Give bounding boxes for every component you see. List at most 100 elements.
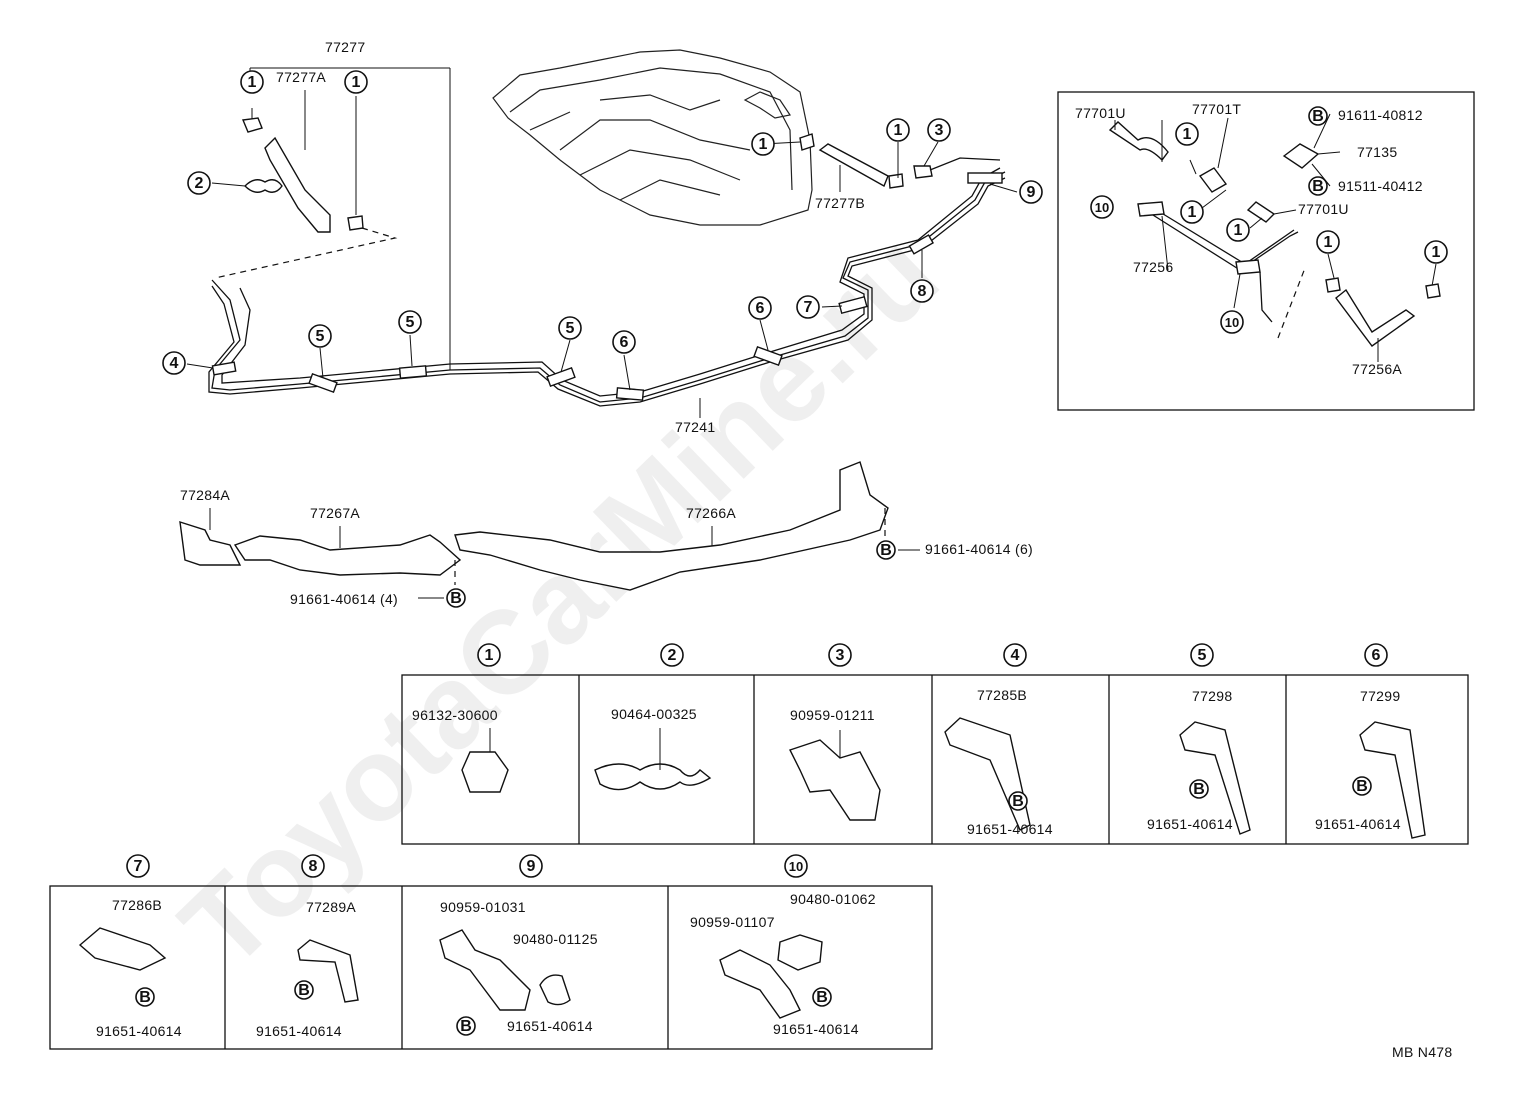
table-cell-10-number: 10 [784, 854, 808, 878]
svg-text:4: 4 [170, 355, 179, 372]
callout-2-marker: 2 [187, 171, 211, 195]
dash-link-inset [1277, 267, 1306, 339]
svg-text:10: 10 [1095, 200, 1109, 215]
hose-77256A [1335, 288, 1416, 347]
parts-table [49, 674, 1469, 1050]
bracket-10a [1137, 201, 1165, 217]
callout-1-marker: 1 [344, 70, 368, 94]
table-cell-7-part-label: 77286B [112, 897, 162, 913]
hose-clamp-d [888, 173, 904, 189]
svg-text:2: 2 [668, 647, 677, 664]
pipe-clamps [211, 172, 1003, 401]
table-cell-5-part-label: 91651-40614 [1147, 816, 1233, 832]
svg-text:B: B [298, 982, 310, 999]
label-77266A: 77266A [686, 505, 736, 521]
callout-1-marker: 1 [751, 132, 775, 156]
table-cell-9-number: 9 [519, 854, 543, 878]
label-77267A: 77267A [310, 505, 360, 521]
fuel-filter-77701T [1198, 167, 1228, 193]
hose-clamp-c [799, 133, 815, 151]
table-cell-9-part-label: 90480-01125 [513, 931, 598, 947]
figure-code: MB N478 [1392, 1044, 1452, 1060]
svg-text:B: B [1312, 108, 1324, 125]
label-77701U-b: 77701U [1298, 201, 1349, 217]
svg-text:5: 5 [316, 328, 325, 345]
svg-text:B: B [460, 1018, 472, 1035]
label-77701T: 77701T [1192, 101, 1241, 117]
table-bolt-symbol: B [135, 987, 155, 1007]
callouts-main [186, 141, 1018, 391]
table-cell-4-part-label: 77285B [977, 687, 1027, 703]
table-cell-10-part-label: 91651-40614 [773, 1021, 859, 1037]
label-91611-40812: 91611-40812 [1338, 107, 1423, 123]
svg-text:5: 5 [1198, 647, 1207, 664]
svg-text:1: 1 [1432, 244, 1441, 261]
label-91511-40412: 91511-40412 [1338, 178, 1423, 194]
clip-inset-a [1325, 277, 1341, 293]
svg-text:8: 8 [309, 858, 318, 875]
callout-9-marker: 9 [1019, 180, 1043, 204]
callout-6-marker: 6 [612, 330, 636, 354]
table-cell-3-number: 3 [828, 643, 852, 667]
svg-text:1: 1 [485, 647, 494, 664]
table-cell-2-number: 2 [660, 643, 684, 667]
hose-77277B [818, 143, 889, 188]
fuel-tank [492, 49, 813, 226]
table-cell-6-part-label: 77299 [1360, 688, 1400, 704]
filler-hose [264, 136, 331, 233]
svg-text:10: 10 [1225, 315, 1239, 330]
dash-link-filler [214, 227, 398, 279]
table-cell-4-part-label: 91651-40614 [967, 821, 1053, 837]
hose-clamp-b [347, 215, 364, 231]
table-cell-9-part-label: 90959-01031 [440, 899, 526, 915]
wire-clip [244, 179, 283, 193]
vent-hose-77701U [1108, 121, 1169, 162]
protector-77284A [179, 520, 242, 566]
table-cell-6-number: 6 [1364, 643, 1388, 667]
svg-text:3: 3 [836, 647, 845, 664]
svg-text:9: 9 [527, 858, 536, 875]
svg-text:B: B [139, 989, 151, 1006]
svg-text:7: 7 [804, 299, 813, 316]
svg-text:B: B [1012, 793, 1024, 810]
label-bolt-left: 91661-40614 (4) [290, 591, 398, 607]
callout-7-marker: 7 [796, 295, 820, 319]
table-bolt-symbol: B [456, 1016, 476, 1036]
table-cell-8-part-label: 77289A [306, 899, 356, 915]
label-77256A: 77256A [1352, 361, 1402, 377]
label-77701U-a: 77701U [1075, 105, 1126, 121]
svg-text:B: B [1312, 178, 1324, 195]
clip-inset-b [1425, 283, 1441, 299]
callout-1-marker: 1 [886, 118, 910, 142]
inset-callout-1-marker: 1 [1316, 230, 1340, 254]
callout-5-marker: 5 [558, 316, 582, 340]
table-cell-5-part-label: 77298 [1192, 688, 1232, 704]
svg-text:8: 8 [918, 283, 927, 300]
table-bolt-symbol: B [294, 980, 314, 1000]
label-77256: 77256 [1133, 259, 1173, 275]
callout-8-marker: 8 [910, 279, 934, 303]
bracket-10b [1235, 259, 1261, 275]
label-77277: 77277 [325, 39, 365, 55]
inset-callout-1-marker: 1 [1226, 218, 1250, 242]
svg-text:4: 4 [1011, 647, 1020, 664]
inset-callout-10-marker: 10 [1220, 310, 1244, 334]
inset-callout-1-marker: 1 [1175, 122, 1199, 146]
table-cell-7-number: 7 [126, 854, 150, 878]
svg-text:B: B [1193, 781, 1205, 798]
svg-text:7: 7 [134, 858, 143, 875]
table-cell-5-number: 5 [1190, 643, 1214, 667]
callout-4-marker: 4 [162, 351, 186, 375]
svg-text:1: 1 [1183, 126, 1192, 143]
inset-callout-1-marker: 1 [1424, 240, 1448, 264]
protector-77266A [454, 461, 889, 591]
leader-callout-2 [211, 182, 246, 187]
callout-5-marker: 5 [308, 324, 332, 348]
inset-callout-10-marker: 10 [1090, 195, 1114, 219]
table-cell-8-number: 8 [301, 854, 325, 878]
callout-1-marker: 1 [240, 70, 264, 94]
label-77135: 77135 [1357, 144, 1397, 160]
label-77277B: 77277B [815, 195, 865, 211]
table-cell-10-part-label: 90480-01062 [790, 891, 876, 907]
